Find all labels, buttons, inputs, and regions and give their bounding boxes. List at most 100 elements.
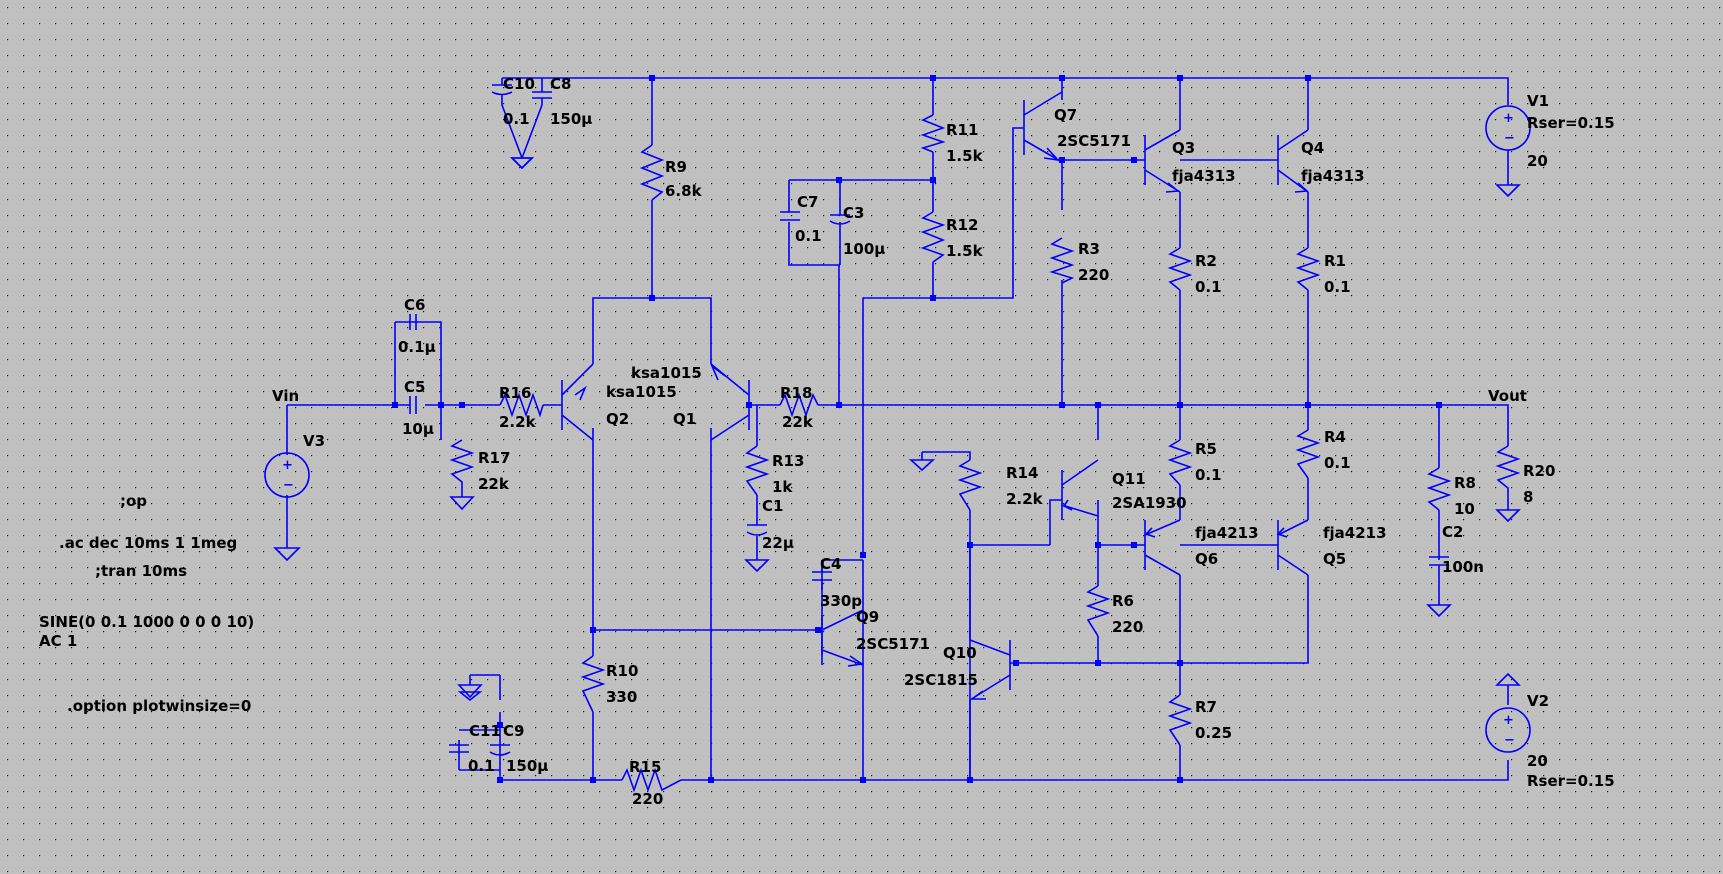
R5-symbol (1167, 439, 1193, 486)
net-label-vout: Vout (1488, 387, 1527, 405)
R5-name: R5 (1195, 440, 1217, 458)
ground-c10 (510, 157, 534, 170)
directive-ac[interactable]: .ac dec 10ms 1 1meg (59, 534, 237, 552)
C10-value: 0.1 (503, 110, 530, 128)
directive-op[interactable]: ;op (120, 492, 147, 510)
R7-name: R7 (1195, 698, 1217, 716)
C5-name: C5 (404, 378, 425, 396)
svg-text:+: + (282, 458, 293, 473)
Q2-value: ksa1015 (606, 383, 677, 401)
R4-symbol (1295, 429, 1321, 479)
R3-name: R3 (1078, 240, 1100, 258)
R8-symbol (1426, 467, 1452, 511)
C9-name: C9 (503, 722, 524, 740)
Q3-value: fja4313 (1172, 167, 1236, 185)
svg-text:+: + (1503, 111, 1514, 126)
R5-value: 0.1 (1195, 466, 1222, 484)
Q10-name: Q10 (943, 644, 977, 662)
V2-value: 20 (1527, 752, 1548, 770)
R14-name: R14 (1006, 464, 1038, 482)
V1-extra: Rser=0.15 (1527, 114, 1615, 132)
junctions (392, 75, 1442, 783)
component-labels: C10 0.1 C8 150µ R9 6.8k R11 1.5k R12 1.5… (303, 75, 1615, 808)
directive-tran[interactable]: ;tran 10ms (95, 562, 187, 580)
C6-value: 0.1µ (398, 338, 436, 356)
R11-symbol (920, 114, 946, 153)
R2-name: R2 (1195, 252, 1217, 270)
R16-symbol (499, 392, 544, 418)
Q11-value: 2SA1930 (1112, 494, 1187, 512)
ground-c2 (1426, 604, 1452, 618)
svg-text:−: − (1504, 733, 1515, 748)
R17-symbol (449, 439, 475, 497)
C5-value: 10µ (402, 420, 434, 438)
C9-value: 150µ (506, 757, 548, 775)
V2-extra: Rser=0.15 (1527, 772, 1615, 790)
ground-r14 (908, 452, 936, 472)
R1-name: R1 (1324, 252, 1346, 270)
C10-name: C10 (503, 75, 535, 93)
Q6-value: fja4213 (1195, 524, 1259, 542)
R1-value: 0.1 (1324, 278, 1351, 296)
Q1-value: ksa1015 (631, 364, 702, 382)
C9-symbol (489, 744, 511, 756)
ground-c1 (744, 559, 770, 573)
R20-name: R20 (1523, 462, 1555, 480)
R12-name: R12 (946, 216, 978, 234)
R9-name: R9 (665, 158, 687, 176)
V2-name: V2 (1527, 692, 1549, 710)
R12-value: 1.5k (946, 242, 984, 260)
Q6-symbol (1144, 519, 1181, 576)
Q7-symbol (1023, 91, 1063, 163)
V2-symbol: + − (1485, 707, 1531, 753)
Q6-name: Q6 (1195, 550, 1218, 568)
R13-value: 1k (772, 478, 793, 496)
V1-value: 20 (1527, 152, 1548, 170)
C6-symbol (409, 314, 417, 330)
directive-sine[interactable]: SINE(0 0.1 1000 0 0 0 10) (39, 613, 254, 631)
directive-ac1[interactable]: AC 1 (39, 632, 77, 650)
R1-symbol (1295, 247, 1321, 291)
R20-symbol (1495, 445, 1521, 510)
directive-option[interactable]: .option plotwinsize=0 (67, 697, 251, 715)
ground-v3 (273, 547, 301, 562)
R8-value: 10 (1454, 500, 1475, 518)
svg-text:−: − (283, 478, 294, 493)
R3-symbol (1049, 237, 1075, 284)
svg-text:−: − (1504, 131, 1515, 146)
R3-value: 220 (1078, 266, 1109, 284)
R16-name: R16 (499, 384, 531, 402)
C5-symbol (409, 396, 417, 414)
C11-value: 0.1 (468, 757, 495, 775)
R14-symbol (957, 459, 983, 511)
Q4-value: fja4313 (1301, 167, 1365, 185)
R2-symbol (1167, 247, 1193, 291)
C8-name: C8 (550, 75, 571, 93)
Q10-symbol (969, 639, 1011, 701)
symbols: + − + − + − (264, 91, 1531, 793)
Q5-name: Q5 (1323, 550, 1346, 568)
C3-symbol (829, 214, 851, 225)
R2-value: 0.1 (1195, 278, 1222, 296)
R15-value: 220 (632, 790, 663, 808)
R10-name: R10 (606, 662, 638, 680)
ground-v2 (1495, 672, 1521, 705)
R8-name: R8 (1454, 474, 1476, 492)
R18-name: R18 (780, 384, 812, 402)
C3-value: 100µ (843, 240, 885, 258)
ground-r17 (449, 496, 475, 511)
C11-symbol (449, 744, 469, 753)
R11-name: R11 (946, 121, 978, 139)
R10-symbol (580, 655, 606, 713)
R20-value: 8 (1523, 488, 1533, 506)
Q7-value: 2SC5171 (1057, 132, 1131, 150)
R9-symbol (639, 144, 665, 201)
Q3-symbol (1144, 129, 1181, 193)
V3-symbol: + − (264, 452, 310, 498)
Q1-name: Q1 (673, 410, 696, 428)
C7-symbol (780, 211, 800, 221)
Q7-name: Q7 (1054, 106, 1077, 124)
Q11-symbol (1061, 459, 1099, 520)
